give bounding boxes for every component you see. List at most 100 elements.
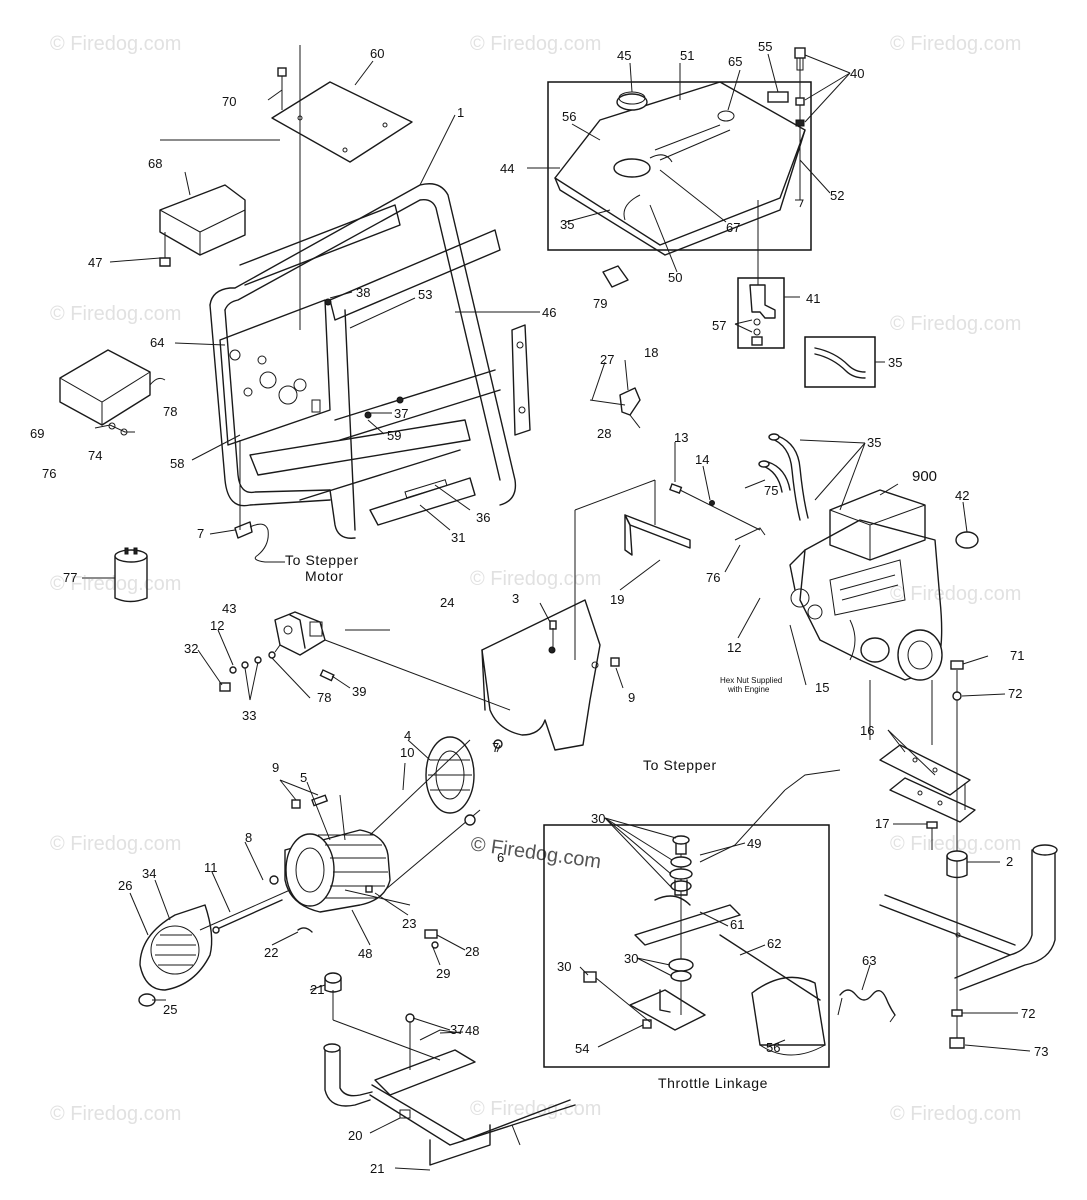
callout-56b: 56 [766, 1040, 780, 1055]
callout-53: 53 [418, 287, 432, 302]
callout-31: 31 [451, 530, 465, 545]
callout-73: 73 [1034, 1044, 1048, 1059]
callout-34: 34 [142, 866, 156, 881]
choke-cable-clip [589, 387, 641, 429]
battery-tray-bracket [159, 139, 280, 267]
watermark: © Firedog.com [50, 303, 181, 325]
callout-79: 79 [593, 296, 607, 311]
callout-28: 28 [597, 426, 611, 441]
callout-40: 40 [850, 66, 864, 81]
callout-7: 7 [197, 526, 204, 541]
callout-22: 22 [264, 945, 278, 960]
fuel-hoses [758, 433, 866, 521]
watermark: © Firedog.com [50, 33, 181, 55]
callout-72b: 72 [1021, 1006, 1035, 1021]
capacitor [114, 547, 148, 603]
callout-32: 32 [184, 641, 198, 656]
callout-67: 67 [726, 220, 740, 235]
callout-19: 19 [610, 592, 624, 607]
callout-75: 75 [764, 483, 778, 498]
throttle-linkage-label: Throttle Linkage [658, 1075, 768, 1091]
fuel-line-kit [804, 336, 885, 388]
callout-49: 49 [747, 836, 761, 851]
callout-35c: 35 [560, 217, 574, 232]
callout-78: 78 [163, 404, 177, 419]
callout-62: 62 [767, 936, 781, 951]
generator-frame [209, 183, 531, 539]
callout-10: 10 [400, 745, 414, 760]
callout-17: 17 [875, 816, 889, 831]
callout-44: 44 [500, 161, 514, 176]
callout-2: 2 [1006, 854, 1013, 869]
watermark: © Firedog.com [890, 313, 1021, 335]
engine [789, 489, 979, 681]
callout-11: 11 [204, 860, 218, 875]
callout-51: 51 [680, 48, 694, 63]
to-stepper-motor-label-line2: Motor [305, 568, 344, 584]
callout-72: 72 [1008, 686, 1022, 701]
callout-68: 68 [148, 156, 162, 171]
callout-48: 48 [358, 946, 372, 961]
callout-50: 50 [668, 270, 682, 285]
callout-23: 23 [402, 916, 416, 931]
callout-24: 24 [440, 595, 454, 610]
watermark: © Firedog.com [890, 1103, 1021, 1125]
throttle-bracket [574, 479, 766, 660]
watermark: © Firedog.com [50, 833, 181, 855]
callout-55: 55 [758, 39, 772, 54]
stepper-motor [219, 611, 511, 711]
callout-74: 74 [88, 448, 102, 463]
blower-housing [481, 599, 620, 751]
callout-18: 18 [644, 345, 658, 360]
callout-3: 3 [512, 591, 519, 606]
callout-63: 63 [862, 953, 876, 968]
watermark: © Firedog.com [470, 33, 601, 55]
callout-28b: 28 [465, 944, 479, 959]
throttle-spring [837, 989, 896, 1023]
callout-36: 36 [476, 510, 490, 525]
callout-15: 15 [815, 680, 829, 695]
to-stepper-motor-label: To Stepper [285, 552, 359, 568]
watermark: © Firedog.com [890, 583, 1021, 605]
callout-56: 56 [562, 109, 576, 124]
callout-7b: 7 [492, 740, 499, 755]
callout-9b: 9 [272, 760, 279, 775]
callout-42: 42 [955, 488, 969, 503]
throttle-linkage-box [543, 769, 841, 1068]
hex-nut-note-line2: with Engine [727, 685, 770, 694]
callout-20: 20 [348, 1128, 362, 1143]
callout-13: 13 [674, 430, 688, 445]
callout-39: 39 [352, 684, 366, 699]
callout-29: 29 [436, 966, 450, 981]
callout-26: 26 [118, 878, 132, 893]
leader-lines [82, 53, 1031, 1171]
callout-57: 57 [712, 318, 726, 333]
callout-61: 61 [730, 917, 744, 932]
callout-45: 45 [617, 48, 631, 63]
callout-6: 6 [497, 850, 504, 865]
callout-58: 58 [170, 456, 184, 471]
callout-48b: 48 [465, 1023, 479, 1038]
callout-5: 5 [300, 770, 307, 785]
callout-77: 77 [63, 570, 77, 585]
callout-labels: 1 2 3 4 5 6 7 7 8 9 9 10 11 12 12 13 14 … [30, 39, 1048, 1176]
callout-30c: 30 [557, 959, 571, 974]
callout-4: 4 [404, 728, 411, 743]
hex-nut-note: Hex Nut Supplied [720, 676, 782, 685]
top-cover-plate [271, 45, 413, 330]
callout-46: 46 [542, 305, 556, 320]
fuel-tank-assembly [527, 47, 812, 256]
callout-78b: 78 [317, 690, 331, 705]
front-cradle [323, 1013, 576, 1166]
callout-65: 65 [728, 54, 742, 69]
callout-1: 1 [457, 105, 464, 120]
callout-900: 900 [912, 468, 937, 485]
watermark: © Firedog.com [470, 568, 601, 590]
callout-71: 71 [1010, 648, 1024, 663]
callout-33: 33 [242, 708, 256, 723]
stepper-motor-wire [234, 440, 285, 563]
rear-cradle [869, 660, 1058, 1049]
callout-64: 64 [150, 335, 164, 350]
callout-59: 59 [387, 428, 401, 443]
